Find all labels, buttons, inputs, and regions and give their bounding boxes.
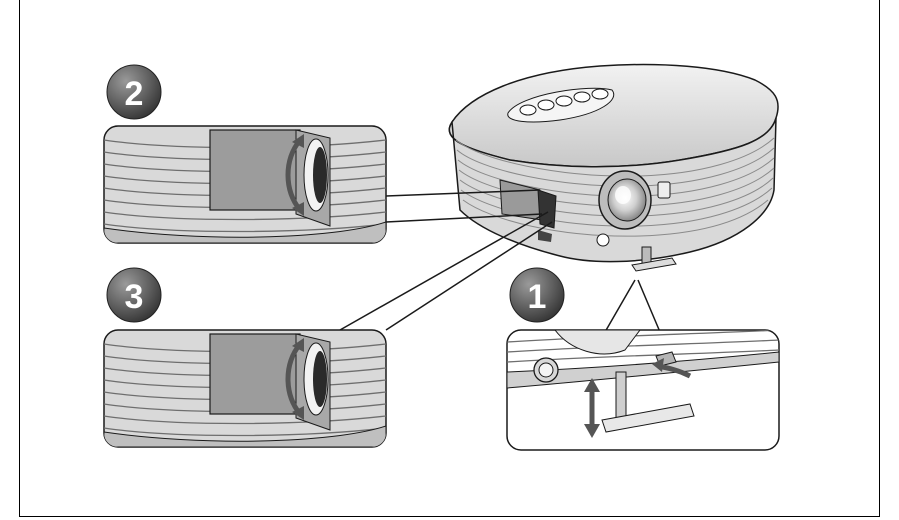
control-buttons <box>507 87 615 123</box>
leader-lines <box>339 189 661 333</box>
figure-frame <box>19 0 880 517</box>
detail-box-step-2 <box>103 125 387 244</box>
step-badge-3: 3 <box>106 267 162 323</box>
step-number-2: 2 <box>125 75 144 113</box>
detail-box-step-3 <box>103 329 387 448</box>
adjuster-foot-icon <box>631 246 677 272</box>
projector-body <box>448 63 779 272</box>
step-number-1: 1 <box>528 278 547 316</box>
step-badge-2: 2 <box>106 64 162 120</box>
lens-icon <box>598 170 652 230</box>
detail-box-step-1 <box>506 329 780 451</box>
step-badge-1: 1 <box>509 267 565 323</box>
step-number-3: 3 <box>125 278 144 316</box>
